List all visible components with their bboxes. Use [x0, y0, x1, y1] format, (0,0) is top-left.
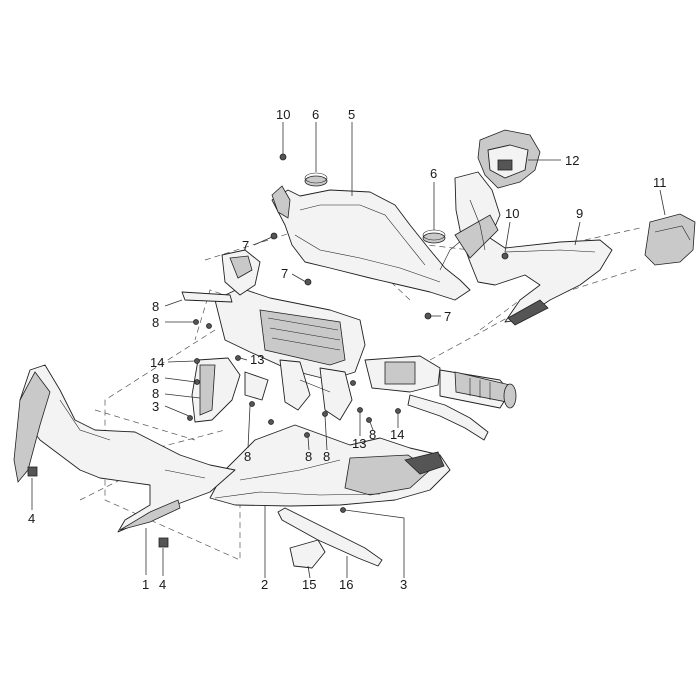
callout-12: 12: [565, 153, 579, 168]
callout-8: 8: [152, 315, 159, 330]
callout-8: 8: [152, 371, 159, 386]
callout-8: 8: [244, 449, 251, 464]
handlebar-assembly: [181, 249, 517, 441]
callout-14: 14: [390, 427, 404, 442]
callout-2: 2: [261, 577, 268, 592]
part-2-lower-cover: [209, 424, 451, 507]
callout-15: 15: [302, 577, 316, 592]
callout-16: 16: [339, 577, 353, 592]
callout-10: 10: [505, 206, 519, 221]
callout-8: 8: [152, 386, 159, 401]
callout-11: 11: [653, 175, 667, 190]
part-12-switch-housing: [477, 129, 541, 189]
callout-3: 3: [400, 577, 407, 592]
callout-leaders: [31, 122, 666, 579]
fasteners: [27, 153, 509, 548]
part-5-upper-handlebar-cover: [271, 185, 471, 301]
part-15-emblem: [289, 539, 326, 569]
callout-7: 7: [444, 309, 451, 324]
callout-8: 8: [152, 299, 159, 314]
callout-7: 7: [242, 238, 249, 253]
part-6-cap-left: [304, 172, 328, 187]
callout-9: 9: [576, 206, 583, 221]
callout-13: 13: [250, 352, 264, 367]
callout-4: 4: [28, 511, 35, 526]
callout-8: 8: [305, 449, 312, 464]
callout-1: 1: [142, 577, 149, 592]
callout-13: 13: [352, 436, 366, 451]
callout-4: 4: [159, 577, 166, 592]
callout-7: 7: [281, 266, 288, 281]
callout-3: 3: [152, 399, 159, 414]
part-1-side-cover: [13, 364, 236, 533]
callout-10: 10: [276, 107, 290, 122]
left-bracket: [191, 357, 269, 423]
callout-labels: 10 6 5 12 6 11 10 9 7 7 7 8 8 14 13 8 8 …: [28, 107, 667, 592]
callout-14: 14: [150, 355, 164, 370]
callout-5: 5: [348, 107, 355, 122]
callout-6: 6: [312, 107, 319, 122]
callout-6: 6: [430, 166, 437, 181]
part-6-cap-right: [422, 229, 446, 244]
part-16-trim-strip: [277, 507, 383, 567]
callout-8: 8: [323, 449, 330, 464]
part-11-switch-housing: [644, 213, 696, 266]
callout-8: 8: [369, 427, 376, 442]
part-9-rear-handlebar-cover: [454, 171, 613, 326]
